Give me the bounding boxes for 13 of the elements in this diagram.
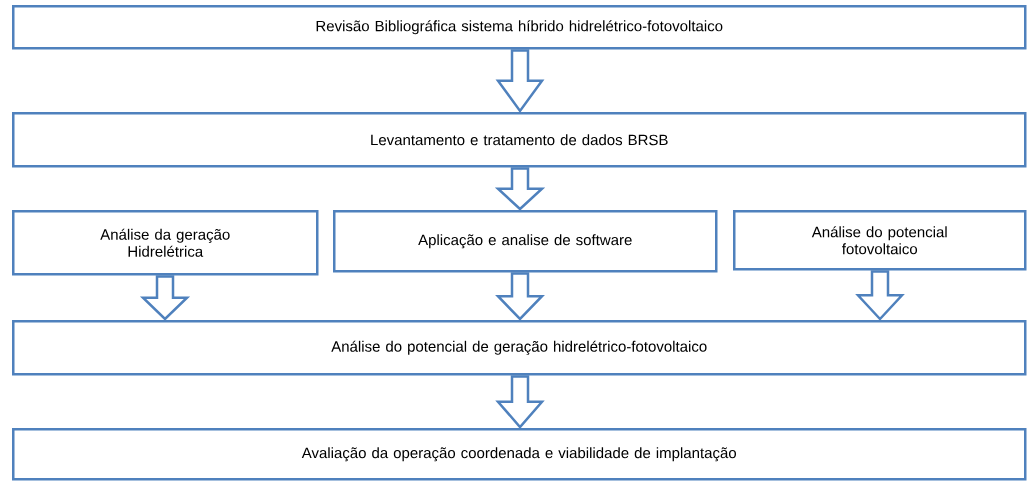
process-box: Avaliação da operação coordenada e viabilidade de implantação [12,428,1027,481]
block-arrow [495,375,545,429]
block-arrow [139,275,191,321]
process-box: Análise do potencial de geração hidrelétrico-fotovoltaico [12,320,1027,376]
process-box: Levantamento e tratamento de dados BRSB [12,112,1027,168]
process-box: Análise da geração Hidrelétrica [12,210,319,276]
block-arrow [494,167,546,211]
block-arrow [855,270,905,321]
block-arrow [495,49,545,114]
process-box: Revisão Bibliográfica sistema híbrido hidrelétrico-fotovoltaico [12,5,1027,50]
process-box: Análise do potencial fotovoltaico [733,210,1027,271]
process-box: Aplicação e analise de software [333,210,718,273]
block-arrow [495,272,545,321]
